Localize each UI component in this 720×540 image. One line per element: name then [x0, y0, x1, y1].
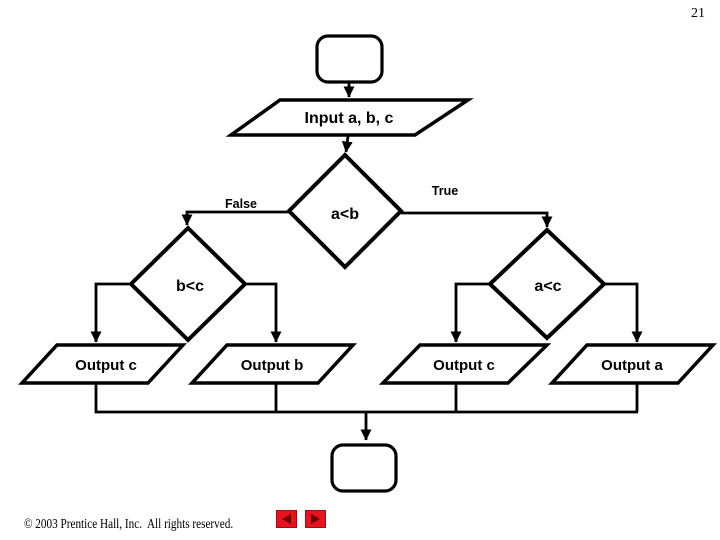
output-a-parallelogram	[548, 343, 717, 385]
connector-alc-false	[450, 282, 490, 343]
decision-a-lt-b	[286, 152, 404, 270]
footer-copyright: © 2003 Prentice Hall, Inc. All rights re…	[24, 517, 234, 532]
output-c-left-label: Output c	[75, 357, 137, 374]
output-c-right-label: Output c	[433, 357, 495, 374]
false-branch-label: False	[225, 197, 257, 211]
previous-slide-button[interactable]	[276, 510, 297, 528]
connector-blc-false	[90, 282, 131, 343]
input-label: Input a, b, c	[305, 110, 394, 127]
connector-true-branch	[401, 211, 553, 228]
start-terminal	[315, 34, 384, 84]
decision-b-lt-c-label: b<c	[176, 278, 204, 295]
page-number: 21	[691, 6, 705, 21]
output-b-label: Output b	[241, 357, 303, 374]
output-b-parallelogram	[188, 343, 357, 385]
decision-a-lt-c-label: a<c	[534, 278, 561, 295]
back-icon	[282, 514, 291, 524]
output-c-right-parallelogram	[378, 343, 552, 385]
input-parallelogram	[225, 98, 474, 137]
next-slide-button[interactable]	[305, 510, 326, 528]
forward-icon	[311, 514, 320, 524]
connector-merge-rail	[94, 383, 638, 414]
end-terminal	[330, 443, 398, 493]
decision-a-lt-b-label: a<b	[331, 206, 359, 223]
output-a-label: Output a	[601, 357, 663, 374]
output-c-left-parallelogram	[18, 343, 187, 385]
connector-blc-true	[245, 282, 282, 343]
connector-alc-true	[604, 282, 643, 343]
connector-input-to-decision	[341, 135, 353, 153]
slide-nav	[276, 510, 326, 528]
connector-false-branch	[181, 210, 289, 226]
true-branch-label: True	[432, 184, 458, 198]
decision-b-lt-c	[128, 225, 248, 343]
decision-a-lt-c	[487, 227, 607, 341]
